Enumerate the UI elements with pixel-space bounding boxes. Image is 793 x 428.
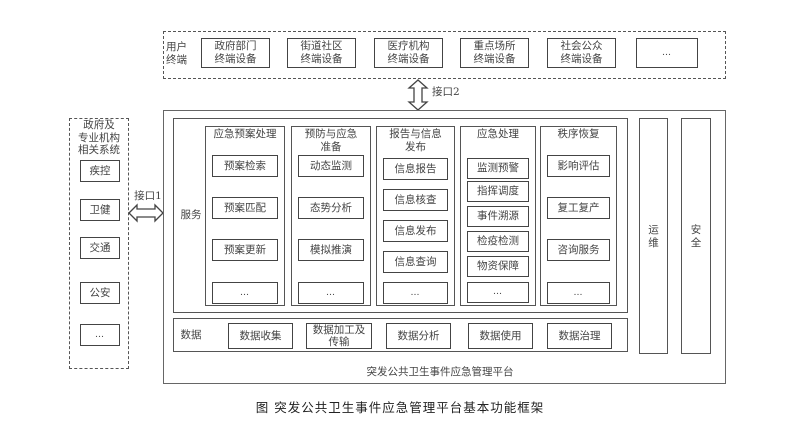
service-item-box: 预案检索 <box>212 155 278 177</box>
service-item-box: 信息核查 <box>383 189 448 211</box>
security-label: 安 全 <box>690 224 702 249</box>
service-column-title: 秩序恢复 <box>557 128 600 140</box>
service-column-title: 报告与信息 发布 <box>389 128 442 153</box>
service-item-box: 信息发布 <box>383 220 448 242</box>
service-item-box: 态势分析 <box>298 197 364 219</box>
service-item-box: 事件溯源 <box>467 206 529 227</box>
service-item-box: 监测预警 <box>467 158 529 179</box>
service-item-box: … <box>212 282 278 304</box>
user-terminals-label: 用户 终端 <box>166 41 187 66</box>
terminal-device-box: 重点场所 终端设备 <box>460 38 529 68</box>
service-item-box: 咨询服务 <box>547 239 610 261</box>
interface1-label: 接口1 <box>134 190 162 202</box>
service-column-title: 应急预案处理 <box>213 128 277 140</box>
security-column <box>681 118 711 354</box>
terminal-device-box: 医疗机构 终端设备 <box>374 38 443 68</box>
data-item-box: 数据分析 <box>386 323 451 349</box>
ops-column <box>639 118 668 354</box>
interface2-label: 接口2 <box>432 86 460 98</box>
service-label: 服务 <box>180 209 202 221</box>
service-item-box: 信息报告 <box>383 158 448 180</box>
service-item-box: 预案匹配 <box>212 197 278 219</box>
service-item-box: 预案更新 <box>212 239 278 261</box>
service-item-box: 信息查询 <box>383 251 448 273</box>
service-item-box: 模拟推演 <box>298 239 364 261</box>
service-column: 报告与信息 发布 <box>376 126 455 306</box>
gov-systems-label: 政府及 专业机构 相关系统 <box>78 119 120 156</box>
platform-container <box>163 110 726 384</box>
service-item-box: 复工复产 <box>547 197 610 219</box>
service-column-title: 预防与应急 准备 <box>304 128 358 153</box>
data-item-box: 数据加工及 传输 <box>306 323 372 349</box>
service-item-box: 动态监测 <box>298 155 364 177</box>
data-label: 数据 <box>180 329 202 341</box>
service-item-box: 影响评估 <box>547 155 610 177</box>
service-item-box: 指挥调度 <box>467 181 529 202</box>
terminal-device-box: 社会公众 终端设备 <box>547 38 616 68</box>
gov-systems-group <box>69 118 129 369</box>
data-item-box: 数据收集 <box>228 323 293 349</box>
gov-system-box: 公安 <box>80 282 120 304</box>
service-item-box: … <box>547 282 610 304</box>
service-item-box: … <box>298 282 364 304</box>
interface2-arrow-icon <box>407 79 429 111</box>
service-column-title: 应急处理 <box>477 128 519 140</box>
user-terminals-group <box>163 31 726 79</box>
gov-system-box: 卫健 <box>80 199 120 221</box>
terminal-device-box: … <box>636 38 698 68</box>
data-item-box: 数据治理 <box>547 323 612 349</box>
service-item-box: 物资保障 <box>467 256 529 277</box>
data-item-box: 数据使用 <box>468 323 533 349</box>
interface1-arrow-icon <box>128 203 164 223</box>
service-item-box: 检疫检测 <box>467 231 529 252</box>
gov-system-box: 交通 <box>80 237 120 259</box>
ops-label: 运 维 <box>648 224 659 249</box>
service-item-box: … <box>467 282 529 303</box>
terminal-device-box: 政府部门 终端设备 <box>201 38 270 68</box>
service-item-box: … <box>383 282 448 304</box>
terminal-device-box: 街道社区 终端设备 <box>287 38 356 68</box>
gov-system-box: 疾控 <box>80 160 120 182</box>
platform-title: 突发公共卫生事件应急管理平台 <box>366 366 514 378</box>
figure-caption: 图 突发公共卫生事件应急管理平台基本功能框架 <box>255 400 545 415</box>
gov-system-box: … <box>80 324 120 346</box>
